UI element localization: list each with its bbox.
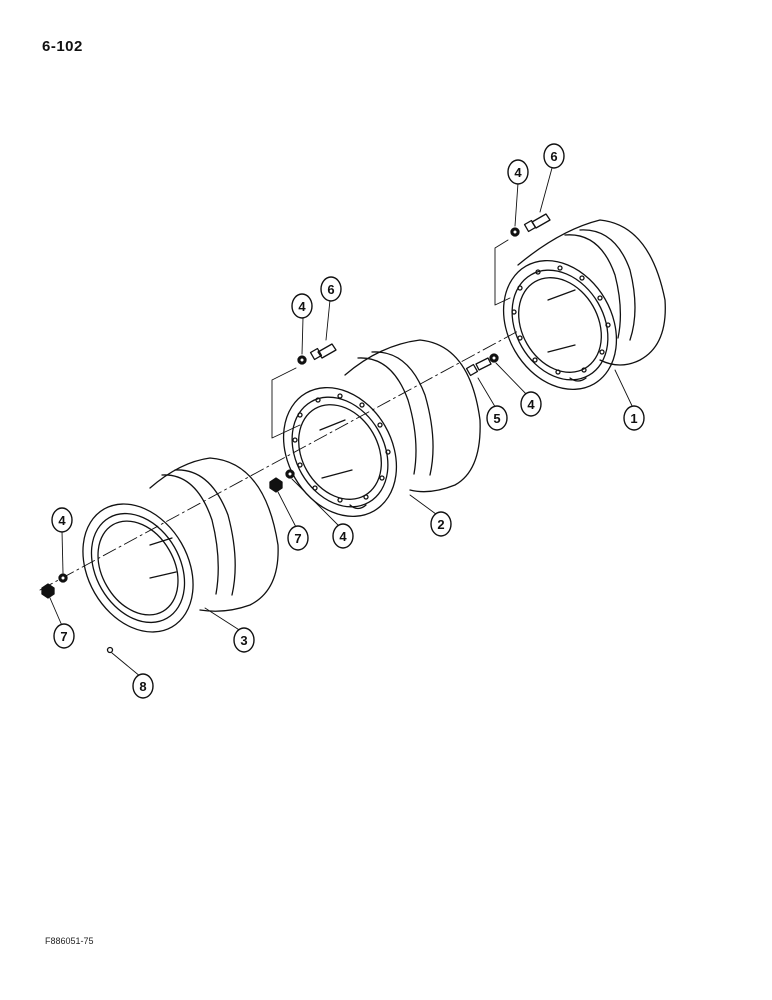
callout-8: 8 [132,673,154,699]
washer-middle-lower [285,469,295,479]
callout-7-left: 7 [53,623,75,649]
svg-text:7: 7 [60,629,67,644]
bracket-middle-top [271,367,301,439]
figure-id: F886051-75 [45,936,94,946]
rim-1 [502,219,666,391]
svg-text:7: 7 [294,531,301,546]
callout-7-middle: 7 [287,525,309,551]
washer-left [58,573,68,583]
callout-5: 5 [486,405,508,431]
svg-text:6: 6 [327,282,334,297]
page-number: 6-102 [42,38,83,55]
callout-3: 3 [233,627,255,653]
bolt-5 [465,357,492,377]
nut-middle [269,477,283,493]
leader-lines [49,167,635,678]
svg-text:4: 4 [58,513,66,528]
rim-2 [282,339,481,518]
nut-left [41,583,55,599]
svg-text:4: 4 [514,165,522,180]
washer-right-lower [489,353,499,363]
svg-text:1: 1 [630,411,637,426]
svg-text:2: 2 [437,517,444,532]
svg-text:3: 3 [240,633,247,648]
svg-text:4: 4 [298,299,306,314]
bolt-top-right [523,213,551,233]
svg-text:8: 8 [139,679,146,694]
washer-middle-top [297,355,307,365]
callout-4-middle-top: 4 [291,293,313,319]
svg-text:6: 6 [550,149,557,164]
center-axis-line [39,329,521,591]
callout-4-left: 4 [51,507,73,533]
callout-4-right-lower: 4 [520,391,542,417]
callout-4-middle-lower: 4 [332,523,354,549]
callout-2: 2 [430,511,452,537]
rim-3 [82,457,279,633]
washer-top-right [510,227,520,237]
svg-text:4: 4 [339,529,347,544]
bolt-middle-top [309,343,337,361]
bracket-top-right [494,239,511,306]
callout-6-middle-top: 6 [320,276,342,302]
callout-1: 1 [623,405,645,431]
callout-6-top-right: 6 [543,143,565,169]
svg-text:4: 4 [527,397,535,412]
svg-text:5: 5 [493,411,500,426]
valve-8 [106,646,114,654]
callout-4-top-right: 4 [507,159,529,185]
